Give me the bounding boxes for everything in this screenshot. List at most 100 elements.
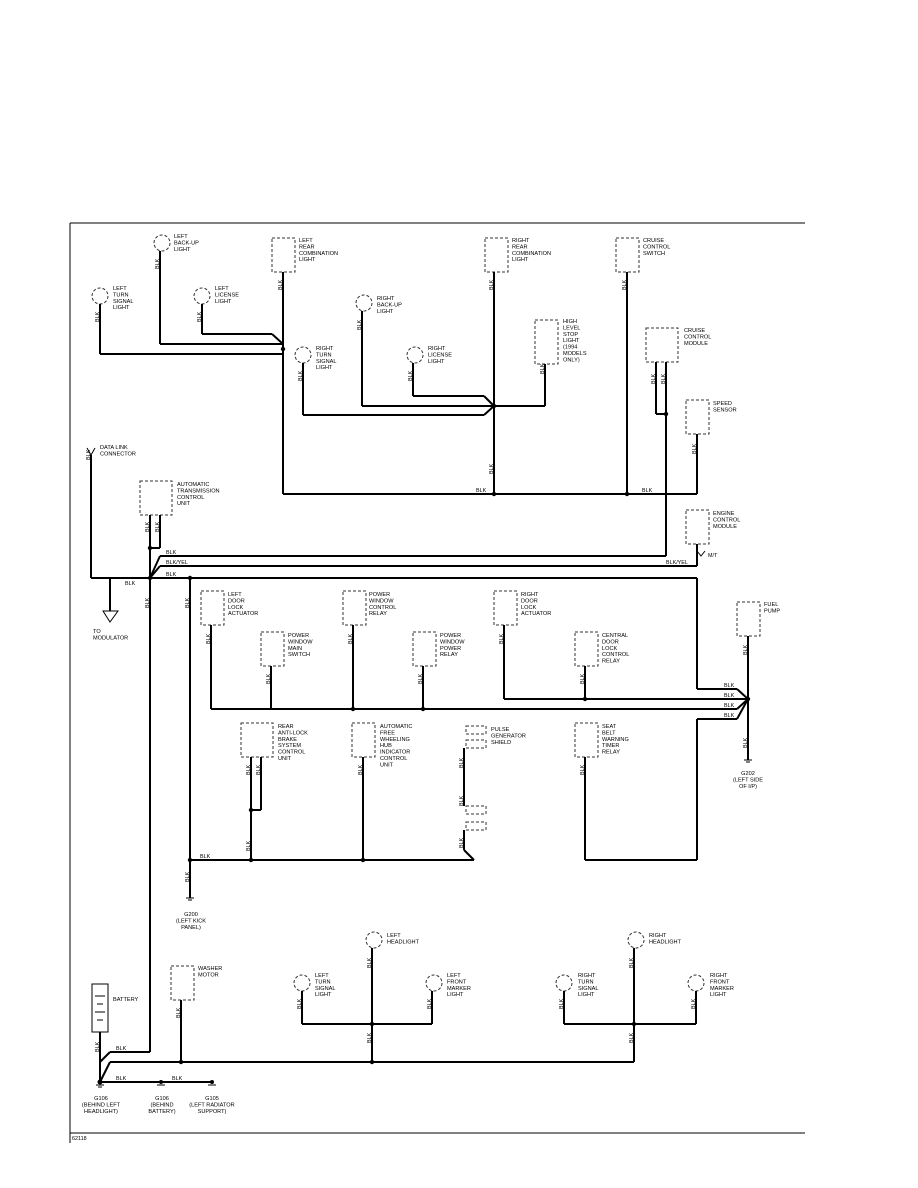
left-front-marker-bulb-icon [425, 974, 443, 992]
transmission-control-unit-box [139, 480, 173, 516]
label-line: MODULE [684, 341, 708, 347]
label-line: UNIT [278, 756, 292, 762]
engine-control-module-box [685, 509, 710, 545]
diagram-id: 62118 [72, 1136, 87, 1142]
label-line: PUMP [764, 608, 780, 614]
left-license-light-bulb-icon [193, 287, 211, 305]
wire-label-blk: BLK [297, 998, 303, 1009]
label-line: RELAY [602, 750, 620, 756]
wire-label-blk: BLK [155, 521, 161, 532]
label-line: COMBINATION [299, 251, 338, 257]
label-line: HUB [380, 743, 392, 749]
label-line: DOOR [521, 598, 538, 604]
label-line: LEFT [299, 238, 313, 244]
seat-belt-timer-relay-box [574, 722, 599, 758]
label-line: LEFT [447, 973, 461, 979]
g202-ground-icon [744, 759, 752, 763]
label-line: COMBINATION [512, 251, 551, 257]
left-backup-light-bulb-icon [153, 234, 171, 252]
wire-label-blk: BLK [629, 1032, 635, 1043]
label-line: LOCK [228, 605, 244, 611]
wire-label-blk: BLK [489, 279, 495, 290]
label-line: UNIT [380, 762, 394, 768]
label-line: CRUISE [643, 238, 664, 244]
label-line: CONTROL [177, 495, 204, 501]
label-line: LOCK [602, 646, 618, 652]
wire-label-blk: BLK [559, 998, 565, 1009]
wire-label-blk: BLK [166, 572, 177, 578]
wire-label-blk: BLK [172, 1076, 183, 1082]
label-line: G105 [205, 1096, 219, 1102]
left-turn-signal-bulb-icon [91, 287, 109, 305]
label-line: TIMER [602, 743, 619, 749]
label-line: LEFT [215, 286, 229, 292]
label-line: SIGNAL [578, 986, 599, 992]
label-line: (LEFT KICK [176, 918, 206, 924]
right-license-light-bulb-icon [406, 346, 424, 364]
label-line: AUTOMATIC [177, 482, 209, 488]
label-line: RIGHT [316, 346, 334, 352]
label-line: ENGINE [713, 511, 735, 517]
wire-label-blk: BLK [580, 764, 586, 775]
label-line: TRANSMISSION [177, 488, 220, 494]
wire-label-blk: BLK [200, 854, 211, 860]
label-line: SWITCH [288, 652, 310, 658]
wire-label-blk: BLK [197, 311, 203, 322]
right-front-turn-bulb-icon [555, 974, 573, 992]
label-line: BATTERY) [148, 1109, 175, 1115]
label-line: LEFT [315, 973, 329, 979]
label-line: SENSOR [713, 407, 737, 413]
label-line: BACK-UP [174, 240, 199, 246]
wire-label-blk: BLK [256, 764, 262, 775]
left-door-lock-actuator-box [200, 590, 225, 626]
pulse-generator-lower-top [465, 805, 487, 815]
label-line: WINDOW [288, 639, 313, 645]
label-line: FRONT [710, 979, 730, 985]
wire-label-blk: BLK [724, 683, 735, 689]
label-line: TO [93, 629, 101, 635]
right-backup-light-bulb-icon [355, 294, 373, 312]
wire-label-blk: BLK [651, 373, 657, 384]
label-line: LEFT [174, 234, 188, 240]
left-front-turn-bulb-icon [293, 974, 311, 992]
wire-label-blk: BLK [691, 998, 697, 1009]
label-line: MOTOR [198, 972, 219, 978]
label-battery: BATTERY [113, 997, 139, 1003]
right-headlight-bulb-icon [627, 931, 645, 949]
label-line: DOOR [602, 639, 619, 645]
washer-motor-box [170, 965, 195, 1001]
right-turn-signal-bulb-icon [294, 346, 312, 364]
wire-label-blk: BLK [95, 1041, 101, 1052]
label-line: SYSTEM [278, 743, 301, 749]
label-line: LEFT [387, 933, 401, 939]
right-rear-combination-light-box [484, 237, 509, 273]
label-line: HEADLIGHT) [84, 1109, 118, 1115]
label-line: STOP [563, 332, 578, 338]
label-line: LICENSE [215, 292, 239, 298]
label-line: SHIELD [491, 740, 511, 746]
label-line: REAR [512, 244, 528, 250]
label-line: (BEHIND LEFT [82, 1102, 121, 1108]
label-line: CRUISE [684, 328, 705, 334]
power-window-power-relay-box [412, 631, 437, 667]
label-line: G106 [94, 1096, 108, 1102]
label-line: UNIT [177, 501, 191, 507]
wire-label-blk: BLK [367, 1032, 373, 1043]
label-line: RIGHT [428, 346, 446, 352]
label-line: TURN [316, 352, 332, 358]
